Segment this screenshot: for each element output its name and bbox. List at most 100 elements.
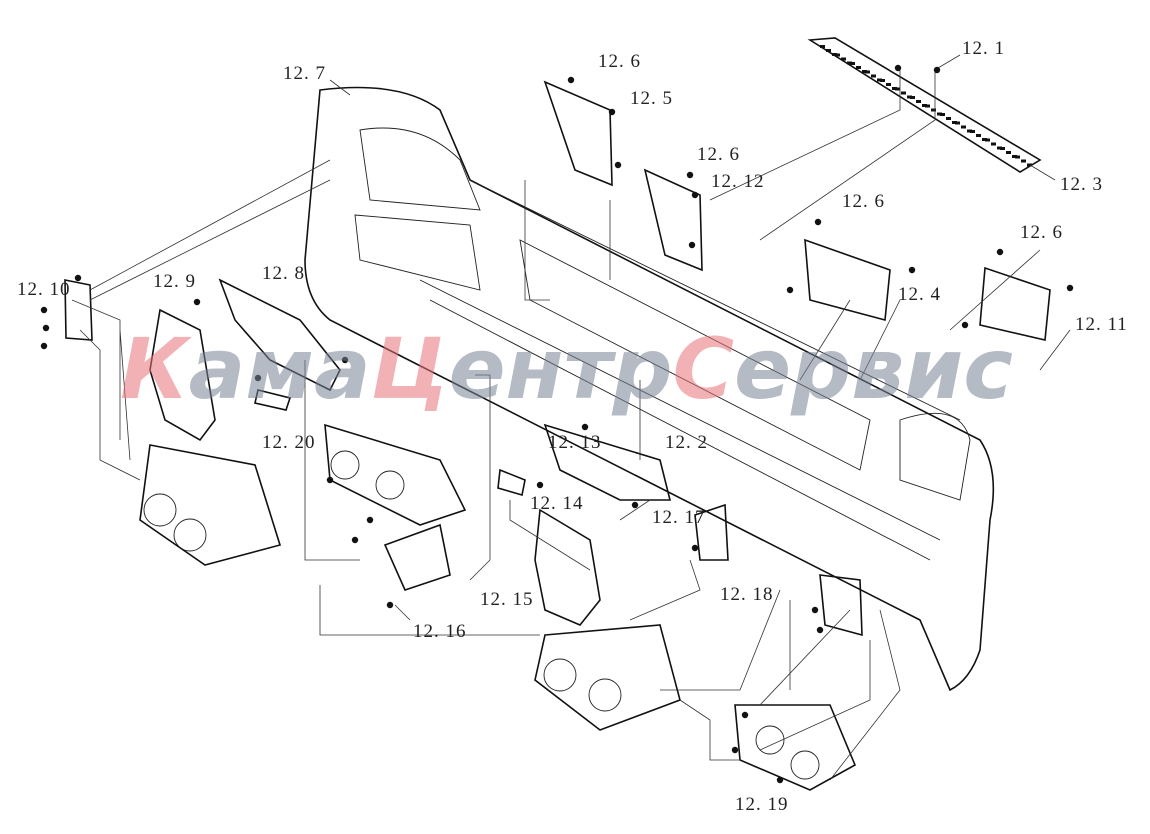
bolt-icon xyxy=(686,171,694,179)
step-slot xyxy=(901,91,906,95)
step-slot xyxy=(1027,163,1032,167)
step-slot xyxy=(847,61,852,65)
step-slot xyxy=(1021,159,1026,163)
bolt-icon xyxy=(786,286,794,294)
bolt-icon xyxy=(961,321,969,329)
headlights xyxy=(139,423,857,791)
label-12-15: 12. 15 xyxy=(480,589,534,610)
label-12-6: 12. 6 xyxy=(598,51,641,72)
step-slot xyxy=(937,112,942,116)
step-slot xyxy=(841,57,846,61)
step-slot xyxy=(895,87,900,91)
label-12-20: 12. 20 xyxy=(262,432,316,453)
bolt-icon xyxy=(816,626,824,634)
bolt-icon xyxy=(40,306,48,314)
bolt-icon xyxy=(193,298,201,306)
label-12-9: 12. 9 xyxy=(153,271,196,292)
bolt-icon xyxy=(608,108,616,116)
label-12-6: 12. 6 xyxy=(842,191,885,212)
leader-lines xyxy=(71,54,1071,781)
bumper-body xyxy=(304,86,995,692)
step-slot xyxy=(892,87,897,90)
step-slot xyxy=(946,117,951,120)
bolt-icon xyxy=(40,342,48,350)
label-12-6: 12. 6 xyxy=(1020,222,1063,243)
bolt-icon xyxy=(688,241,696,249)
step-slot xyxy=(1000,147,1005,150)
step-slot xyxy=(886,83,891,86)
step-slot xyxy=(967,129,972,133)
step-slot xyxy=(907,95,912,99)
label-12-17: 12. 17 xyxy=(652,507,706,528)
label-12-16: 12. 16 xyxy=(413,621,467,642)
label-12-19: 12. 19 xyxy=(735,794,789,815)
bolt-icon xyxy=(741,711,749,719)
step-slot xyxy=(961,125,966,129)
bolt-icon xyxy=(581,423,589,431)
bolt-icon xyxy=(341,356,349,364)
label-12-1: 12. 1 xyxy=(962,38,1005,59)
label-12-18: 12. 18 xyxy=(720,584,774,605)
step-slot xyxy=(835,53,840,57)
step-slot xyxy=(820,45,825,48)
label-12-10: 12. 10 xyxy=(17,279,71,300)
bolt-icon xyxy=(996,248,1004,256)
bolt-icon xyxy=(386,601,394,609)
step-slot xyxy=(877,78,882,82)
step-slot xyxy=(970,130,975,133)
bolt-icon xyxy=(42,324,50,332)
step-slot xyxy=(850,62,855,65)
step-slot xyxy=(982,138,987,141)
bolt-icon xyxy=(351,536,359,544)
label-12-2: 12. 2 xyxy=(665,432,708,453)
step-slot xyxy=(931,108,936,112)
step-slot xyxy=(910,96,915,99)
bolt-icon xyxy=(74,274,82,282)
bolt-icon xyxy=(1066,284,1074,292)
bolt-icon xyxy=(908,266,916,274)
part-labels: 12. 1 12. 3 12. 7 12. 6 12. 5 12. 6 12. … xyxy=(17,38,1128,815)
bolt-icon xyxy=(366,516,374,524)
bolt-icon xyxy=(691,191,699,199)
step-slot xyxy=(916,100,921,103)
step-slot xyxy=(826,49,831,52)
step-slot xyxy=(991,142,996,146)
label-12-12: 12. 12 xyxy=(711,171,765,192)
step-slot xyxy=(856,66,861,69)
step-slot xyxy=(997,146,1002,150)
bolt-icon xyxy=(536,481,544,489)
step-slot xyxy=(880,79,885,82)
bolt-icon xyxy=(814,218,822,226)
bolt-icon xyxy=(254,374,262,382)
step-slot xyxy=(976,134,981,137)
bolt-icon xyxy=(326,476,334,484)
step-slot xyxy=(862,70,867,73)
label-12-13: 12. 13 xyxy=(548,432,602,453)
label-12-14: 12. 14 xyxy=(530,493,584,514)
step-slot xyxy=(871,74,876,78)
bolt-icon xyxy=(567,76,575,84)
label-12-5: 12. 5 xyxy=(630,88,673,109)
step-slot xyxy=(865,70,870,74)
bolt-icon xyxy=(614,161,622,169)
step-slot xyxy=(1006,151,1011,154)
step-slot xyxy=(832,53,837,56)
bolt-icon xyxy=(731,746,739,754)
label-12-8: 12. 8 xyxy=(262,263,305,284)
label-12-6: 12. 6 xyxy=(697,144,740,165)
label-12-11: 12. 11 xyxy=(1075,314,1128,335)
label-12-7: 12. 7 xyxy=(283,63,326,84)
bolt-icon xyxy=(691,544,699,552)
bolt-icon xyxy=(811,606,819,614)
bolt-icon xyxy=(894,64,902,72)
step-slot xyxy=(940,113,945,116)
bolt-icon xyxy=(776,776,784,784)
label-12-3: 12. 3 xyxy=(1060,174,1103,195)
step-plate xyxy=(807,37,1042,173)
panels xyxy=(64,80,1051,637)
label-12-4: 12. 4 xyxy=(898,284,941,305)
bolts xyxy=(40,64,1074,784)
step-slot xyxy=(985,138,990,142)
